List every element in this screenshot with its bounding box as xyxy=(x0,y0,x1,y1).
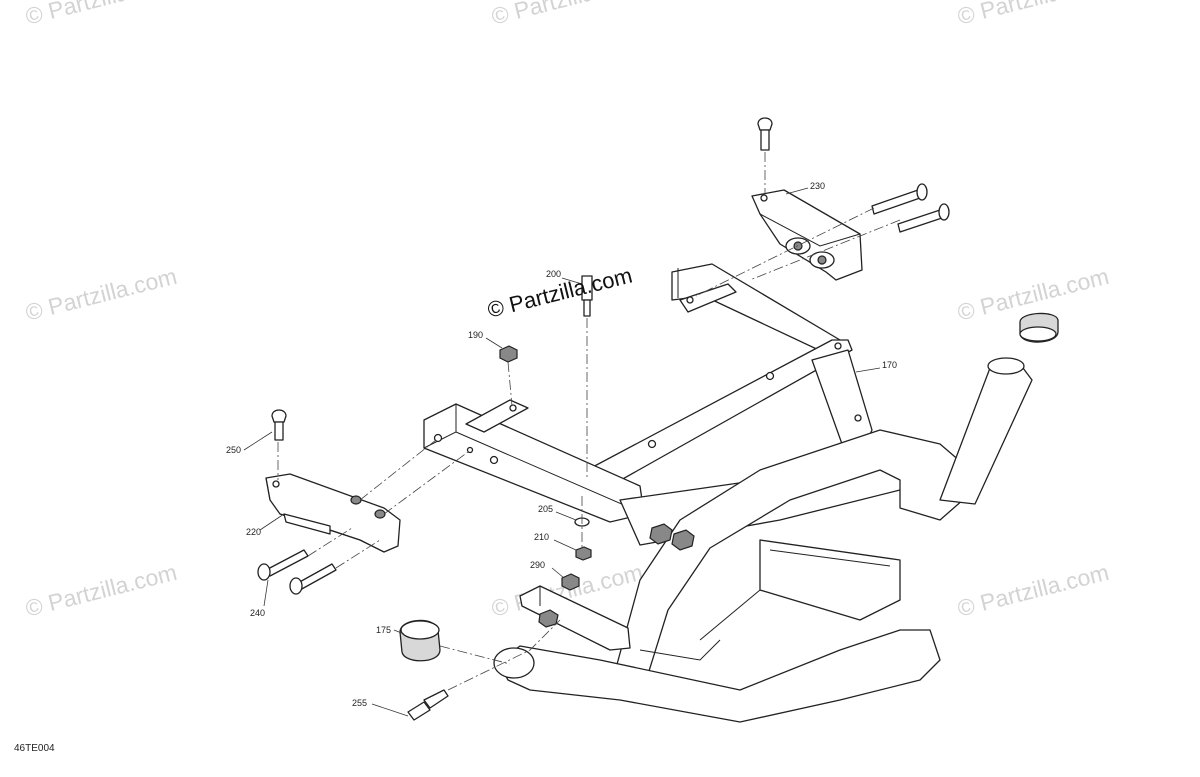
callout-255: 255 xyxy=(352,698,368,708)
callout-175: 175 xyxy=(376,625,392,635)
callout-250: 250 xyxy=(226,445,242,455)
callout-190: 190 xyxy=(468,330,484,340)
callout-220: 220 xyxy=(246,527,262,537)
plug-175 xyxy=(399,619,441,662)
bracket-230 xyxy=(751,117,950,281)
callout-170: 170 xyxy=(882,360,898,370)
callout-230: 230 xyxy=(810,181,826,191)
callout-205: 205 xyxy=(538,504,554,514)
callout-210: 210 xyxy=(534,532,550,542)
callout-290: 290 xyxy=(530,560,546,570)
figure-code: 46TE004 xyxy=(14,743,55,754)
bolt-255 xyxy=(407,689,449,721)
callout-200: 200 xyxy=(546,269,562,279)
callout-240: 240 xyxy=(250,608,266,618)
alignment-lines xyxy=(277,152,901,691)
fasteners xyxy=(499,275,593,591)
bracket-220 xyxy=(257,409,401,595)
frame-assembly xyxy=(423,263,1033,723)
leader-lines xyxy=(243,187,881,717)
plug-top-right xyxy=(1019,312,1059,343)
